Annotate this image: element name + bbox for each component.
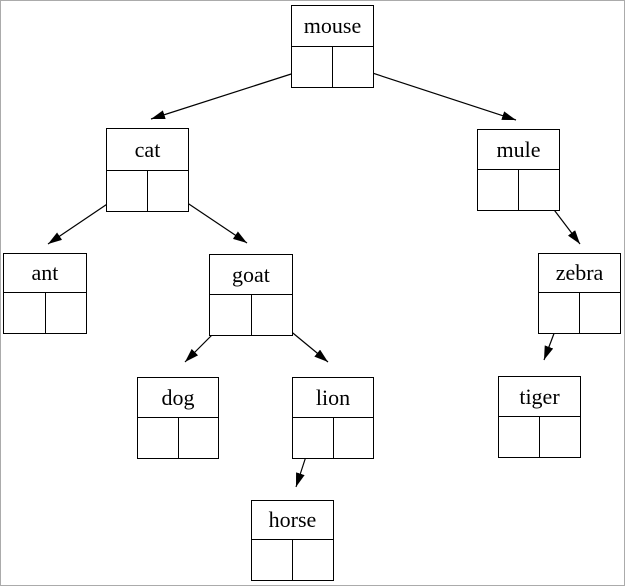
tree-node-mule: mule <box>477 129 560 211</box>
left-pointer-cell <box>293 418 334 458</box>
tree-node-mouse: mouse <box>291 5 374 88</box>
pointer-cells <box>210 295 292 335</box>
right-pointer-cell <box>334 418 374 458</box>
tree-node-label: tiger <box>499 377 580 417</box>
tree-node-label: goat <box>210 255 292 295</box>
pointer-cells <box>292 47 373 87</box>
left-pointer-cell <box>292 47 333 87</box>
left-pointer-cell <box>252 540 293 580</box>
tree-node-goat: goat <box>209 254 293 336</box>
left-pointer-cell <box>539 293 580 333</box>
left-pointer-cell <box>499 417 540 457</box>
right-pointer-cell <box>148 171 188 211</box>
tree-node-dog: dog <box>137 377 219 459</box>
right-pointer-cell <box>293 540 333 580</box>
tree-node-label: zebra <box>539 254 620 293</box>
tree-node-label: cat <box>107 129 188 171</box>
left-pointer-cell <box>107 171 148 211</box>
tree-node-label: mouse <box>292 6 373 47</box>
pointer-cells <box>252 540 333 580</box>
right-pointer-cell <box>179 418 219 458</box>
right-pointer-cell <box>540 417 580 457</box>
tree-node-tiger: tiger <box>498 376 581 458</box>
tree-node-zebra: zebra <box>538 253 621 334</box>
pointer-cells <box>4 293 86 333</box>
tree-node-ant: ant <box>3 253 87 334</box>
right-pointer-cell <box>519 170 559 210</box>
edge-mouse-left-cat <box>150 66 314 120</box>
pointer-cells <box>478 170 559 210</box>
pointer-cells <box>499 417 580 457</box>
tree-node-label: horse <box>252 501 333 540</box>
right-pointer-cell <box>333 47 373 87</box>
tree-node-lion: lion <box>292 377 374 459</box>
edge-mouse-right-mule <box>353 66 517 121</box>
right-pointer-cell <box>46 293 87 333</box>
pointer-cells <box>293 418 373 458</box>
tree-node-label: ant <box>4 254 86 293</box>
tree-node-label: mule <box>478 130 559 170</box>
left-pointer-cell <box>210 295 252 335</box>
left-pointer-cell <box>138 418 179 458</box>
pointer-cells <box>107 171 188 211</box>
left-pointer-cell <box>478 170 519 210</box>
right-pointer-cell <box>252 295 293 335</box>
right-pointer-cell <box>580 293 620 333</box>
tree-node-cat: cat <box>106 128 189 212</box>
left-pointer-cell <box>4 293 46 333</box>
pointer-cells <box>138 418 218 458</box>
tree-node-label: dog <box>138 378 218 418</box>
pointer-cells <box>539 293 620 333</box>
tree-node-horse: horse <box>251 500 334 581</box>
tree-node-label: lion <box>293 378 373 418</box>
